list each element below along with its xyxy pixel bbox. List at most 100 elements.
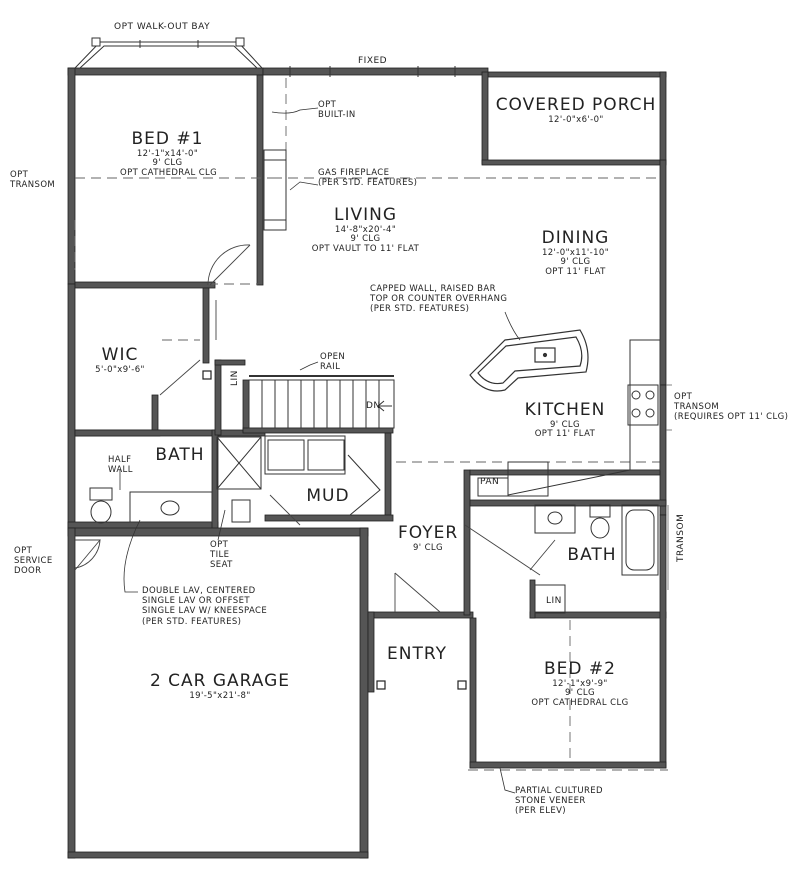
room-bed1-name: BED #1 bbox=[131, 129, 204, 149]
room-bed2: BED #2 12'-1"x9'-9" 9' CLG OPT CATHEDRAL… bbox=[530, 659, 630, 709]
room-wic: WIC 5'-0"x9'-6" bbox=[90, 345, 150, 375]
tub bbox=[621, 504, 659, 576]
shower bbox=[216, 436, 262, 490]
wall-stair-left bbox=[242, 379, 250, 433]
wall-top-porch bbox=[487, 71, 667, 78]
wall-bed2-left bbox=[469, 617, 477, 769]
room-entry: ENTRY bbox=[387, 644, 447, 664]
wall-mud-right bbox=[384, 432, 392, 519]
room-dining-size: 12'-0"x11'-10" bbox=[541, 247, 610, 258]
note-transom-bath: TRANSOM bbox=[676, 513, 686, 562]
note-fixed: FIXED bbox=[358, 56, 388, 66]
room-living-opt: OPT VAULT TO 11' FLAT bbox=[311, 244, 420, 255]
note-walkout-bay: OPT WALK-OUT BAY bbox=[114, 22, 211, 32]
wall-garage-bottom bbox=[67, 851, 369, 859]
wall-bed2-bottom bbox=[469, 761, 667, 769]
wall-stair-bottom bbox=[242, 427, 394, 434]
vanity2 bbox=[534, 504, 576, 534]
room-kitchen-opt: OPT 11' FLAT bbox=[534, 429, 596, 440]
wall-bath2-top bbox=[469, 499, 667, 507]
room-porch-size: 12'-0"x6'-0" bbox=[548, 114, 604, 125]
dryer bbox=[307, 439, 345, 471]
wall-foyer-right bbox=[463, 469, 471, 616]
wall-bed1-right bbox=[256, 74, 264, 286]
toilet bbox=[89, 487, 113, 501]
wall-lin2 bbox=[529, 579, 536, 619]
label-lin-2: LIN bbox=[546, 596, 562, 606]
wall-right-dining bbox=[659, 159, 667, 386]
room-porch: COVERED PORCH 12'-0"x6'-0" bbox=[492, 95, 660, 125]
wall-garage-left bbox=[67, 527, 76, 859]
walkout-bay bbox=[74, 41, 263, 69]
label-pan: PAN bbox=[480, 477, 500, 487]
wall-lin-left bbox=[214, 359, 222, 436]
room-bed2-size: 12'-1"x9'-9" bbox=[552, 678, 608, 689]
room-foyer-clg: 9' CLG bbox=[412, 542, 444, 553]
room-foyer-name: FOYER bbox=[398, 523, 459, 543]
label-dn: DN bbox=[366, 401, 381, 411]
vanity bbox=[129, 491, 213, 523]
room-dining-clg: 9' CLG bbox=[560, 257, 591, 268]
wall-pan-top bbox=[469, 469, 661, 476]
wall-wic-right2 bbox=[151, 394, 159, 436]
room-bath1: BATH bbox=[155, 445, 205, 465]
room-mud: MUD bbox=[306, 486, 350, 506]
range bbox=[627, 384, 659, 426]
room-living-name: LIVING bbox=[333, 205, 398, 225]
wall-mud-bottom bbox=[264, 514, 394, 522]
room-dining-opt: OPT 11' FLAT bbox=[545, 267, 606, 278]
wall-entry-left bbox=[367, 611, 375, 693]
stairs bbox=[248, 375, 395, 429]
wall-left-bed1 bbox=[67, 67, 76, 285]
wall-top-left bbox=[67, 67, 264, 76]
room-garage-name: 2 CAR GARAGE bbox=[149, 671, 291, 691]
room-bed2-opt: OPT CATHEDRAL CLG bbox=[531, 698, 629, 709]
room-garage: 2 CAR GARAGE 19'-5"x21'-8" bbox=[140, 671, 300, 701]
kitchen-island bbox=[469, 329, 589, 392]
room-bed1-opt: OPT CATHEDRAL CLG bbox=[120, 168, 218, 179]
room-wic-name: WIC bbox=[101, 345, 139, 365]
wall-porch-left bbox=[481, 71, 489, 165]
room-wic-size: 5'-0"x9'-6" bbox=[95, 364, 145, 375]
wall-porch-bottom bbox=[481, 159, 667, 166]
label-lin-1: LIN bbox=[230, 370, 240, 386]
wall-bed1-bottom bbox=[74, 281, 216, 289]
wall-porch-right bbox=[659, 71, 667, 165]
room-kitchen-clg: 9' CLG bbox=[549, 419, 581, 430]
room-bath2: BATH bbox=[567, 545, 617, 565]
wall-right-kitchen bbox=[659, 384, 667, 516]
wall-top-mid bbox=[262, 67, 489, 76]
room-dining-name: DINING bbox=[541, 228, 610, 248]
wall-bed2-right bbox=[659, 514, 667, 769]
room-living-clg: 9' CLG bbox=[350, 234, 381, 245]
room-kitchen-name: KITCHEN bbox=[524, 400, 606, 420]
wall-entry-top bbox=[367, 611, 474, 619]
wall-lin-top bbox=[214, 359, 246, 366]
note-fireplace: GAS FIREPLACE(PER STD. FEATURES) bbox=[318, 168, 418, 189]
room-bed2-name: BED #2 bbox=[544, 659, 616, 679]
wall-wic-right bbox=[202, 287, 210, 364]
wall-garage-top bbox=[67, 527, 369, 537]
room-garage-size: 19'-5"x21'-8" bbox=[189, 690, 251, 701]
room-dining: DINING 12'-0"x11'-10" 9' CLG OPT 11' FLA… bbox=[528, 228, 623, 278]
room-living: LIVING 14'-8"x20'-4" 9' CLG OPT VAULT TO… bbox=[308, 205, 423, 255]
fireplace bbox=[263, 149, 287, 231]
wall-garage-right bbox=[359, 527, 369, 859]
washer bbox=[267, 439, 305, 471]
room-living-size: 14'-8"x20'-4" bbox=[334, 224, 397, 235]
room-kitchen: KITCHEN 9' CLG OPT 11' FLAT bbox=[520, 400, 610, 440]
toilet2 bbox=[589, 504, 611, 518]
room-foyer: FOYER 9' CLG bbox=[398, 523, 459, 553]
wall-bath1-top bbox=[74, 429, 266, 437]
